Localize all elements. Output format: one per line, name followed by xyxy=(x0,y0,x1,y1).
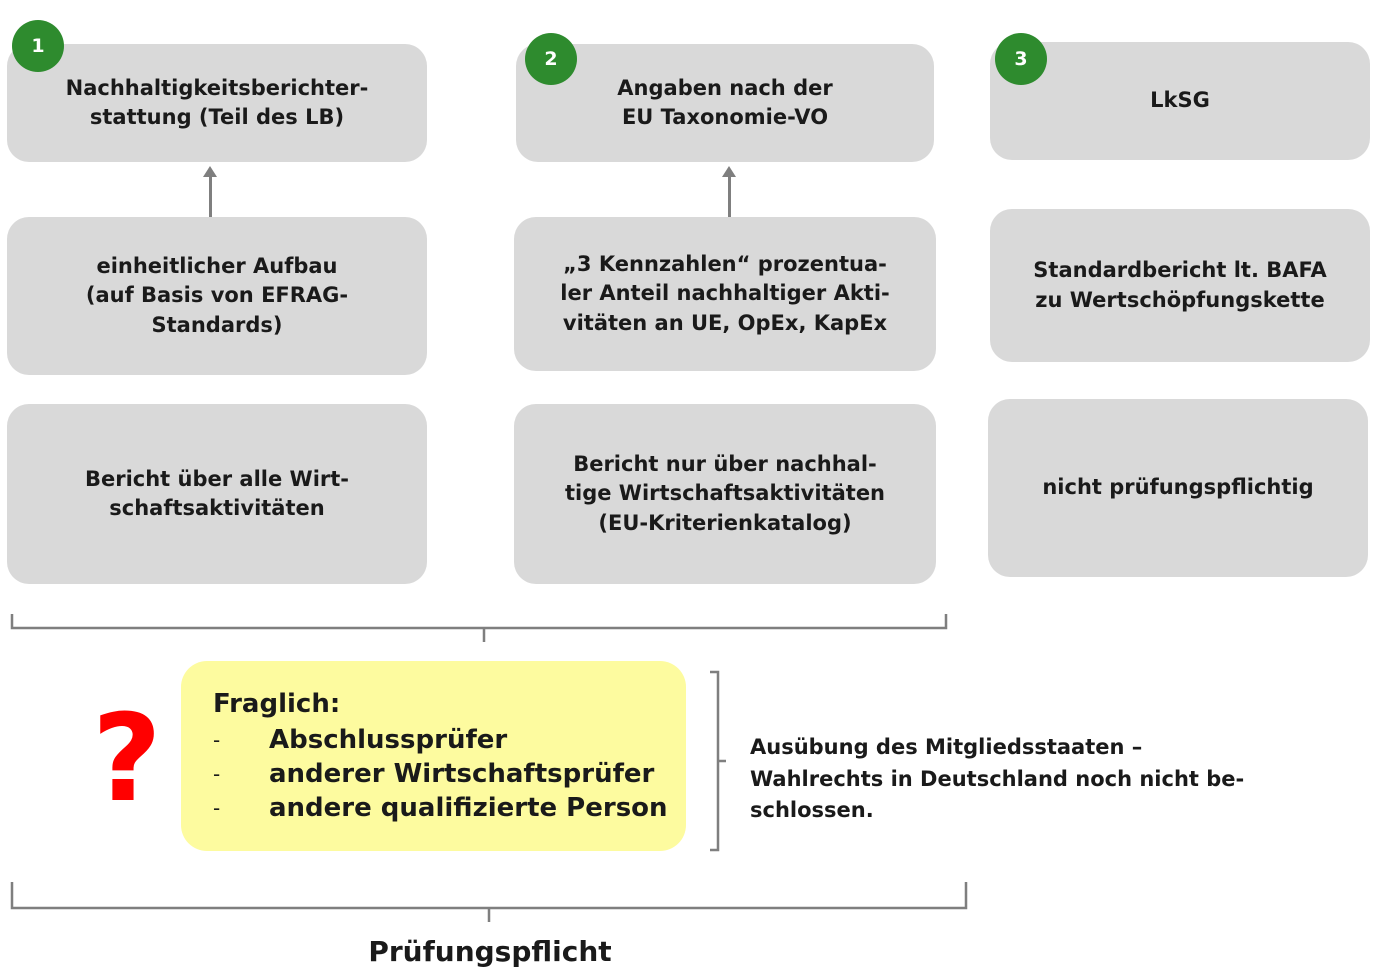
step-badge-1: 1 xyxy=(12,20,64,72)
header-box-sustainability-report: Nachhaltigkeitsberichter- stattung (Teil… xyxy=(7,44,427,162)
header-box-lksg: LkSG xyxy=(990,42,1370,160)
middle-box-standard-report: Standardbericht lt. BAFA zu Wertschöpfun… xyxy=(990,209,1370,362)
audit-obligation-label: Prüfungspflicht xyxy=(368,935,612,968)
bottom-label: Bericht nur über nachhal- tige Wirtschaf… xyxy=(564,451,886,535)
member-state-option-note: Ausübung des Mitgliedsstaaten – Wahlrech… xyxy=(750,735,1245,822)
list-item: - anderer Wirtschaftsprüfer xyxy=(213,757,686,791)
list-item: - Abschlussprüfer xyxy=(213,723,686,757)
list-item-label: andere qualifizierte Person xyxy=(269,793,668,823)
arrow-up-1 xyxy=(203,166,217,218)
bracket-bottom xyxy=(10,882,968,922)
header-label: Angaben nach der EU Taxonomie-VO xyxy=(617,75,833,129)
list-item-label: Abschlussprüfer xyxy=(269,725,508,755)
dash-bullet: - xyxy=(213,728,221,752)
bracket-columns-1-2 xyxy=(10,614,948,642)
list-item-label: anderer Wirtschaftsprüfer xyxy=(269,759,655,789)
header-label: LkSG xyxy=(1150,88,1210,113)
header-label: Nachhaltigkeitsberichter- stattung (Teil… xyxy=(65,75,369,129)
dash-bullet: - xyxy=(213,796,221,820)
step-badge-3: 3 xyxy=(995,33,1047,85)
bottom-label: nicht prüfungspflichtig xyxy=(1042,475,1314,500)
bottom-label: Bericht über alle Wirt- schaftsaktivität… xyxy=(84,466,350,520)
list-item: - andere qualifizierte Person xyxy=(213,791,686,825)
bottom-box-sustainable-activities: Bericht nur über nachhal- tige Wirtschaf… xyxy=(514,404,936,584)
step-badge-2: 2 xyxy=(525,33,577,85)
auditor-question-box: Fraglich: - Abschlussprüfer - anderer Wi… xyxy=(181,661,686,851)
arrow-up-2 xyxy=(722,166,736,219)
middle-box-uniform-structure: einheitlicher Aufbau (auf Basis von EFRA… xyxy=(7,217,427,375)
bottom-box-not-audit-required: nicht prüfungspflichtig xyxy=(988,399,1368,577)
middle-box-three-kpis: „3 Kennzahlen“ prozentua- ler Anteil nac… xyxy=(514,217,936,371)
question-mark-icon: ? xyxy=(92,690,162,829)
dash-bullet: - xyxy=(213,762,221,786)
bottom-box-all-activities: Bericht über alle Wirt- schaftsaktivität… xyxy=(7,404,427,584)
question-title: Fraglich: xyxy=(213,689,341,719)
bracket-vertical xyxy=(710,670,726,852)
middle-label: „3 Kennzahlen“ prozentua- ler Anteil nac… xyxy=(560,251,890,335)
middle-label: einheitlicher Aufbau (auf Basis von EFRA… xyxy=(85,253,349,337)
header-box-eu-taxonomy: Angaben nach der EU Taxonomie-VO xyxy=(516,44,934,162)
middle-label: Standardbericht lt. BAFA zu Wertschöpfun… xyxy=(1033,258,1327,312)
